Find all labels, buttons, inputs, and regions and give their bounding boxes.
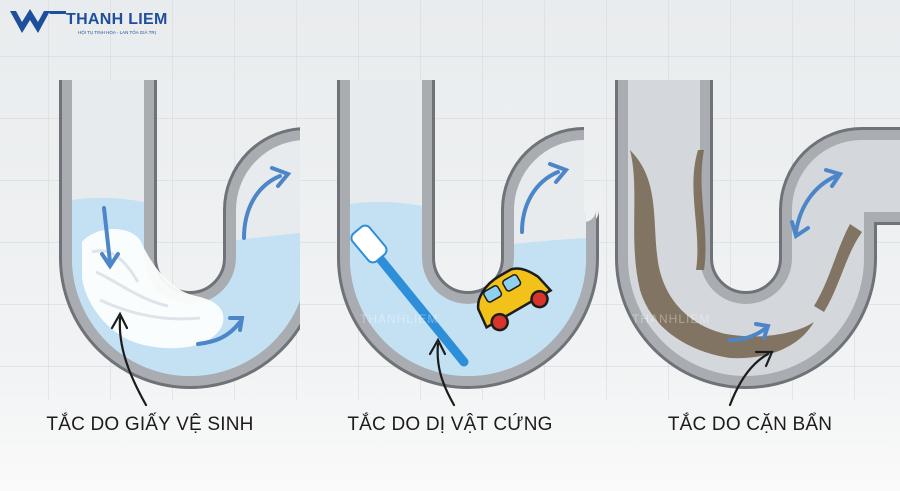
flow-arrows [728,168,844,342]
flow-arrows [100,166,292,346]
brand-tagline: HỘI TỤ TINH HOA - LAN TỎA GIÁ TRỊ [78,30,156,35]
panel-objects: TẮC DO DỊ VẬT CỨNG [300,0,600,491]
toothbrush-icon [350,224,469,367]
sludge-buildup [630,150,862,359]
pointer-arrow [728,350,774,407]
pipe-outline [615,80,900,389]
watermark-text: THANHLIEM [360,312,439,326]
caption-paper: TẮC DO GIẤY VỆ SINH [46,414,254,435]
pointer-arrow [110,311,148,407]
pipe-sludge-illustration [615,80,900,407]
pipe-paper-illustration [59,80,300,407]
water-fill [350,201,586,376]
watermark-text: THANHLIEM [632,312,711,326]
brand-mark-icon [10,9,66,33]
panel-paper: TẮC DO GIẤY VỆ SINH [0,0,300,491]
caption-sludge: TẮC DO CẶN BẨN [667,414,833,435]
caption-objects: TẮC DO DỊ VẬT CỨNG [347,414,553,435]
flow-arrows [520,162,570,234]
brand-name: THANH LIEM [66,11,168,28]
panel-sludge: TẮC DO CẶN BẨN [600,0,900,491]
pipe-objects-illustration [337,80,600,407]
pointer-arrow [428,337,456,407]
toy-car-icon [476,267,553,332]
brand-logo: THANH LIEM HỘI TỤ TINH HOA - LAN TỎA GIÁ… [8,6,178,40]
